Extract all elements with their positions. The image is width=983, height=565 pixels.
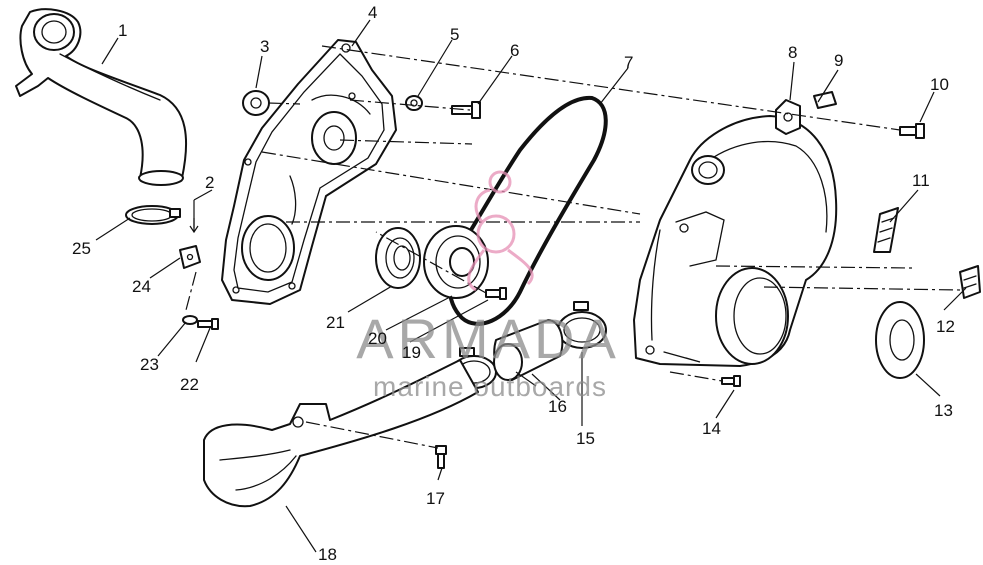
part-12-decal: [959, 265, 981, 299]
part-14-screw: [721, 375, 741, 387]
callout-11: 11: [912, 171, 930, 190]
callout-8: 8: [788, 43, 797, 62]
part-19-bolt: [485, 287, 507, 300]
callout-21: 21: [326, 313, 345, 332]
callout-2: 2: [205, 173, 214, 192]
callout-13: 13: [934, 401, 953, 420]
callout-19: 19: [402, 343, 421, 362]
part-3-washer: [242, 90, 270, 116]
watermark-logo-icon: [467, 170, 534, 292]
callout-1: 1: [118, 21, 127, 40]
callout-16: 16: [548, 397, 567, 416]
part-11-decal: [873, 207, 899, 253]
part-20-flange: [423, 225, 489, 299]
assembly-lines: [261, 45, 961, 449]
watermark-tagline: marine outboards: [373, 371, 607, 402]
part-1-intake-duct: [15, 8, 187, 186]
part-13-gasket: [875, 301, 925, 379]
callout-3: 3: [260, 37, 269, 56]
callout-18: 18: [318, 545, 337, 564]
callout-4: 4: [368, 3, 377, 22]
part-25-hose-clamp: [125, 205, 181, 225]
part-18-outlet-duct: [203, 359, 479, 508]
callout-24: 24: [132, 277, 151, 296]
part-21-seal: [375, 227, 421, 289]
callout-6: 6: [510, 41, 519, 60]
part-9-decal: [813, 91, 837, 109]
leader-lines: [95, 19, 967, 553]
watermark: ARMADA marine outboards: [356, 170, 620, 402]
callout-10: 10: [930, 75, 949, 94]
part-17-bolt: [435, 445, 447, 469]
part-22-screw: [197, 318, 219, 330]
part-8-outer-cover: [633, 99, 838, 367]
callout-14: 14: [702, 419, 721, 438]
part-16-coupler: [493, 319, 564, 381]
callout-9: 9: [834, 51, 843, 70]
part-24-bracket: [179, 245, 201, 269]
callout-20: 20: [368, 329, 387, 348]
part-4-inner-cover: [221, 39, 397, 305]
part-23-washer: [182, 315, 198, 325]
part-5-washer: [405, 95, 423, 111]
callout-23: 23: [140, 355, 159, 374]
callout-17: 17: [426, 489, 445, 508]
callout-15: 15: [576, 429, 595, 448]
part-10-screw: [899, 123, 925, 139]
callout-12: 12: [936, 317, 955, 336]
callout-labels: 1 2 3 4 5 6 7 8 9 10 11 12 13 14 15 16 1…: [72, 3, 955, 564]
callout-7: 7: [624, 53, 633, 72]
callout-22: 22: [180, 375, 199, 394]
part-6-bolt: [451, 101, 481, 119]
callout-5: 5: [450, 25, 459, 44]
callout-25: 25: [72, 239, 91, 258]
watermark-brand: ARMADA: [356, 307, 620, 370]
